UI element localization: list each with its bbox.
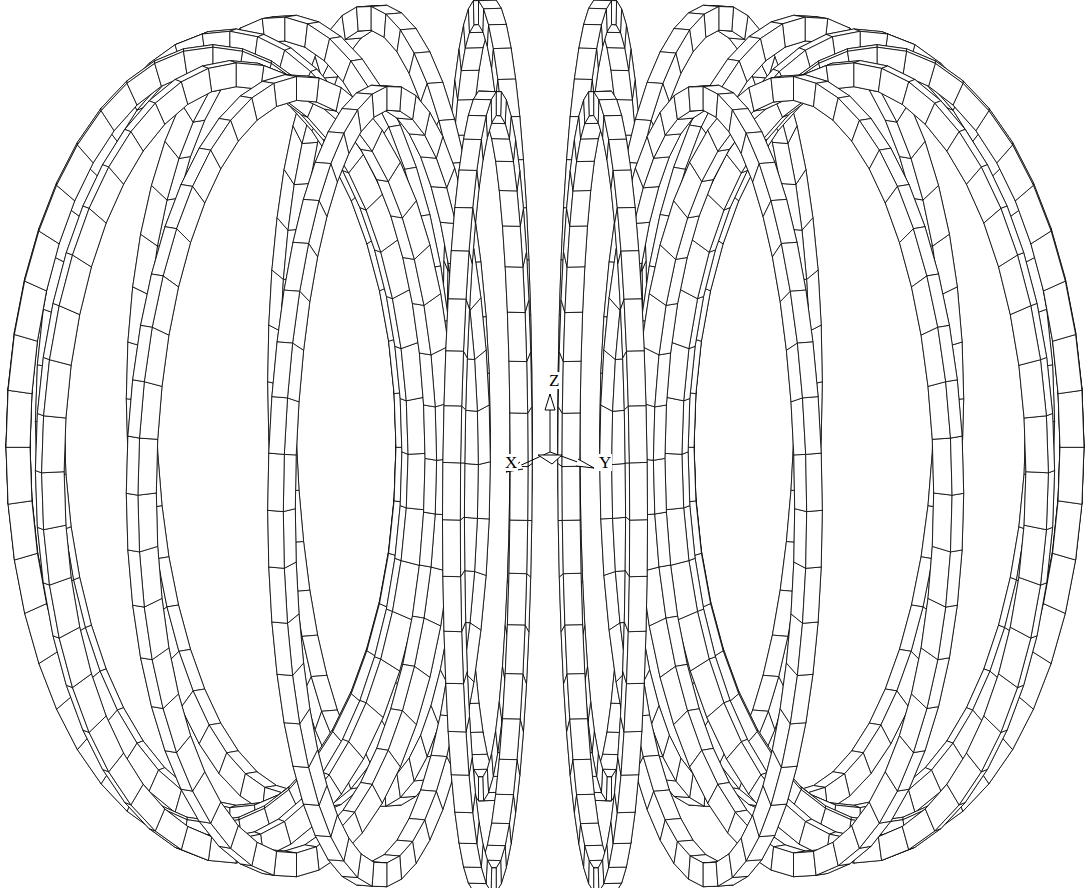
mesh-element — [8, 335, 37, 394]
mesh-element — [473, 1, 478, 25]
mesh-element — [589, 0, 612, 9]
mesh-element — [900, 605, 924, 651]
mesh-element — [612, 1, 617, 25]
mesh-element — [719, 7, 734, 32]
mesh-element — [391, 664, 415, 710]
mesh-element — [414, 52, 443, 84]
mesh-element — [666, 616, 687, 666]
mesh-element — [783, 17, 806, 47]
mesh-element — [419, 512, 435, 567]
mesh-element — [493, 48, 515, 79]
mesh-element — [479, 0, 502, 9]
mesh-element — [8, 501, 37, 560]
mesh-element — [285, 17, 308, 47]
mesh-element — [403, 616, 424, 666]
mesh-element — [1058, 447, 1084, 504]
mesh-element — [753, 675, 779, 711]
mesh-element — [14, 281, 46, 341]
mesh-element — [400, 29, 429, 54]
mesh-element — [461, 48, 483, 71]
mesh-element — [489, 24, 512, 48]
mesh-element — [653, 458, 666, 514]
mesh-element — [311, 675, 337, 711]
mesh-element — [763, 635, 788, 677]
mesh-element — [412, 565, 431, 618]
mesh-element — [371, 7, 386, 38]
mesh-element — [607, 48, 629, 71]
mesh-element — [1053, 335, 1082, 394]
mesh-element — [579, 24, 602, 48]
mesh-element — [647, 52, 676, 84]
mesh-element — [424, 458, 437, 514]
mesh-element — [1044, 281, 1076, 341]
mesh-element — [660, 29, 689, 54]
mesh-element — [342, 7, 358, 39]
mesh-element — [6, 390, 32, 447]
mesh-element — [732, 7, 748, 39]
mesh-element — [167, 605, 191, 651]
mesh-element — [653, 405, 666, 460]
mesh-element — [574, 48, 596, 79]
mesh-element — [704, 7, 719, 38]
mesh-element — [6, 447, 32, 504]
mesh-element — [302, 635, 327, 677]
mesh-element — [659, 565, 678, 618]
mesh-element — [1058, 390, 1084, 447]
mesh-element — [584, 8, 607, 25]
mesh-element — [484, 8, 507, 25]
mesh-element — [424, 405, 437, 460]
mesh-element — [655, 512, 671, 567]
mesh-element — [357, 7, 372, 32]
mesh-element — [1053, 501, 1082, 560]
mesh-element — [676, 664, 700, 710]
